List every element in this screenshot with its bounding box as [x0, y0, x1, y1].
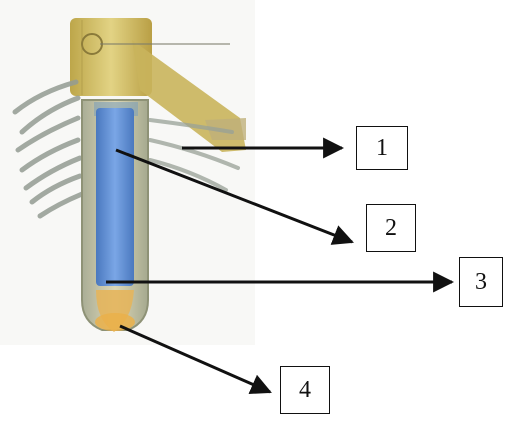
root-cap-tip — [95, 313, 135, 331]
label-box-2: 2 — [366, 204, 416, 252]
label-1-text: 1 — [376, 135, 388, 162]
label-box-3: 3 — [459, 257, 503, 307]
label-box-4: 4 — [280, 366, 330, 414]
stele — [96, 108, 134, 286]
label-2-text: 2 — [385, 215, 397, 242]
label-box-1: 1 — [356, 126, 408, 170]
label-4-text: 4 — [299, 377, 311, 404]
label-3-text: 3 — [475, 269, 487, 296]
